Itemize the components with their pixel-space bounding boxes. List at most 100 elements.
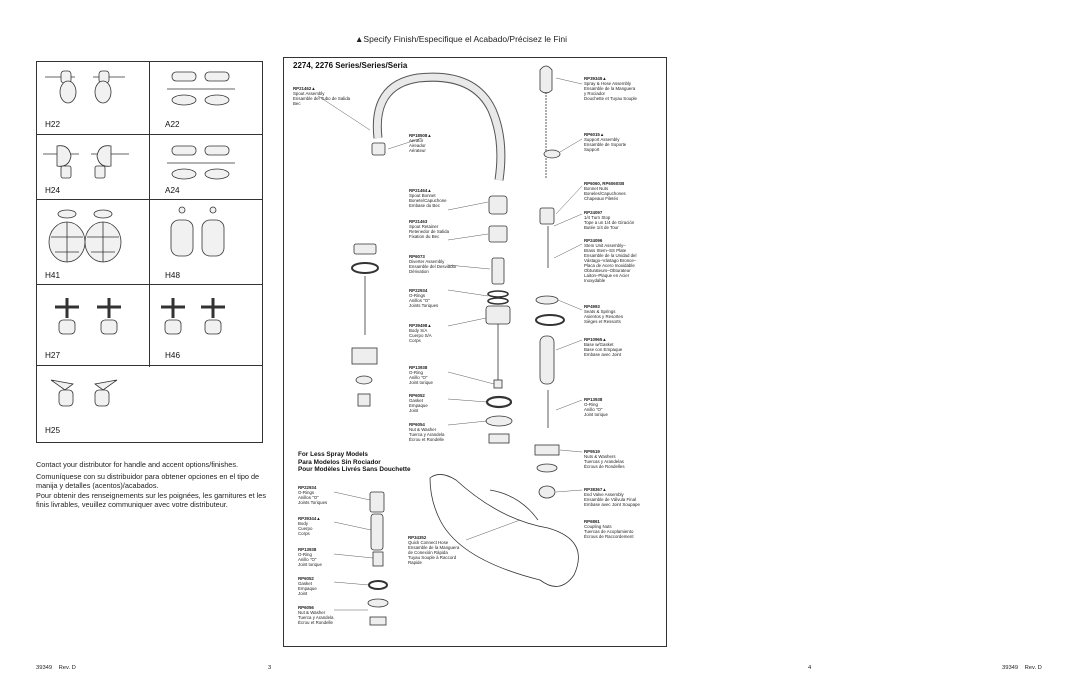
part-desc: Boneles/Capuchones (584, 191, 626, 196)
part-number: RP38367▲ (584, 487, 607, 492)
part-desc: Stem Unit Assembly– (584, 243, 626, 248)
part-callout: RP39498▲ Body S/A Cuerpo S/A Corps (409, 323, 432, 343)
part-callout: RP22934 O-Rings Anillos "O" Joints Toriq… (298, 485, 327, 505)
footer-left-code: 39349 Rev. D (36, 665, 76, 671)
part-callout: RP10965▲ Base w/Gasket Base con Empaque … (584, 337, 622, 357)
part-desc: Seats & Springs (584, 309, 616, 314)
handle-code: H24 (45, 186, 61, 195)
part-desc: Ensamble de la Manguera (408, 545, 460, 550)
part-desc: Quick Connect Hose (408, 540, 449, 545)
part-desc: End Valve Assembly (584, 492, 624, 497)
grid-divider (37, 199, 262, 200)
part-desc: Joint (298, 591, 308, 596)
part-number: RP22934 (298, 485, 317, 490)
part-desc: Embase avec Joint Soupape (584, 502, 640, 507)
triangle-marker: ▲ (355, 34, 364, 44)
part-desc: Embase avec Joint (584, 352, 622, 357)
part-desc: Ensamble de Soporte (584, 142, 627, 147)
part-desc: Support Assembly (584, 137, 620, 142)
grid-divider (37, 365, 262, 366)
part-desc: Embase du Bec (409, 203, 440, 208)
grid-divider (37, 134, 262, 135)
part-number: RP24096 (584, 238, 603, 243)
part-desc: Tuercas de Acoplamiento (584, 529, 634, 534)
part-desc: Tuerca y Arandela (409, 432, 445, 437)
part-desc: Tuercas y Arandelas (584, 459, 624, 464)
part-desc: Sièges et Ressorts (584, 319, 621, 324)
part-desc: Joint (409, 408, 419, 413)
contact-text-es: Comuníquese con su distribuidor para obt… (36, 472, 260, 490)
part-callout: RP6052 Gasket Empaque Joint (298, 576, 317, 596)
handle-illustrations (43, 70, 235, 407)
revision: Rev. D (58, 665, 76, 671)
part-number: RP21464▲ (409, 188, 432, 193)
part-desc: de Conexión Rápida (408, 550, 448, 555)
part-desc: Base con Empaque (584, 347, 623, 352)
part-desc: Fixation du Bec (409, 234, 440, 239)
part-desc: Écrou et Rondelle (298, 620, 333, 625)
part-desc: Nut & Washer (298, 610, 326, 615)
part-desc: Cuerpo S/A (409, 333, 432, 338)
footer-right-code: 39349 Rev. D (1002, 665, 1042, 671)
part-desc: Support (584, 147, 600, 152)
part-callout: RP4993 Seats & Springs Asientos y Resort… (584, 304, 623, 324)
part-desc: Empaque (409, 403, 428, 408)
part-callout: RP24096 Stem Unit Assembly– Brass Stem–S… (584, 238, 636, 283)
part-desc: Asientos y Resortes (584, 314, 624, 319)
part-number: RP22934 (409, 288, 428, 293)
part-desc: Tuyau Souple à Raccord (408, 555, 457, 560)
part-callout: RP39345▲ Spray & Hose Assembly Ensamble … (584, 76, 637, 101)
grid-divider (149, 62, 150, 367)
part-number: RP6056 (298, 605, 314, 610)
part-desc: Inoxydable (584, 278, 606, 283)
part-desc: Écrous de Rondelles (584, 464, 625, 469)
part-desc: Corps (409, 338, 421, 343)
part-callout: RP22934 O-Rings Anillos "O" Joints Toriq… (409, 288, 438, 308)
part-desc: Coupling Nuts (584, 524, 612, 529)
revision: Rev. D (1024, 665, 1042, 671)
part-desc: Bec (293, 101, 301, 106)
part-number: RP34352 (408, 535, 427, 540)
part-callout: RP21464▲ Spout Bonnet Bonete/Capuchone E… (409, 188, 447, 208)
handle-code: H46 (165, 351, 181, 360)
handle-code: H22 (45, 120, 61, 129)
parts-panel (283, 57, 667, 647)
less-spray-line: Pour Modèles Livrés Sans Douchette (298, 466, 411, 474)
part-desc: Tope a un 1/4 de Giración (584, 220, 635, 225)
part-desc: Retenedor de Salida (409, 229, 450, 234)
part-desc: Brass Stem–SS Plate (584, 248, 627, 253)
part-callout: RP6015▲ Support Assembly Ensamble de Sop… (584, 132, 626, 152)
part-callout: RP24097 1/4 Turn Stop Tope a un 1/4 de G… (584, 210, 634, 230)
part-desc: Body (298, 521, 309, 526)
part-desc: Spout Retainer (409, 224, 439, 229)
part-desc: Obturateurs–Obturateur (584, 268, 631, 273)
part-number: RP24097 (584, 210, 603, 215)
part-desc: Nuts & Washers (584, 454, 616, 459)
contact-text-fr: Pour obtenir des renseignements sur les … (36, 491, 266, 509)
handle-code: H41 (45, 271, 61, 280)
part-callout: RP18508▲ Aerator Aireador Aérateur (409, 133, 432, 153)
part-callout: RP6073 Diverter Assembly Ensamble del De… (409, 254, 457, 274)
panel-title: 2274, 2276 Series/Series/Seria (293, 61, 408, 70)
part-number: RP6861 (584, 519, 600, 524)
part-number: RP9519 (584, 449, 600, 454)
handle-code: H27 (45, 351, 61, 360)
part-desc: Spout Bonnet (409, 193, 436, 198)
part-desc: Joints Toriques (409, 303, 439, 308)
part-callout: RP6056 Nut & Washer Tuerca y Arandela Éc… (298, 605, 333, 625)
grid-divider (37, 284, 262, 285)
part-callout: RP21463 Spout Retainer Retenedor de Sali… (409, 219, 449, 239)
part-number: RP6054 (409, 422, 425, 427)
part-desc: Joint torique (409, 380, 433, 385)
part-desc: Ensamble de Válvula Final (584, 497, 636, 502)
part-desc: Butée 1/4 de Tour (584, 225, 619, 230)
part-number: RP6052 (409, 393, 425, 398)
part-desc: Body S/A (409, 328, 428, 333)
part-number: RP6015▲ (584, 132, 605, 137)
part-desc: Spout Assembly (293, 91, 325, 96)
handle-code: H25 (45, 426, 61, 435)
part-desc: Anillo "O" (584, 407, 603, 412)
less-spray-line: Para Modelos Sin Rociador (298, 458, 381, 466)
part-number: RP18508▲ (409, 133, 432, 138)
